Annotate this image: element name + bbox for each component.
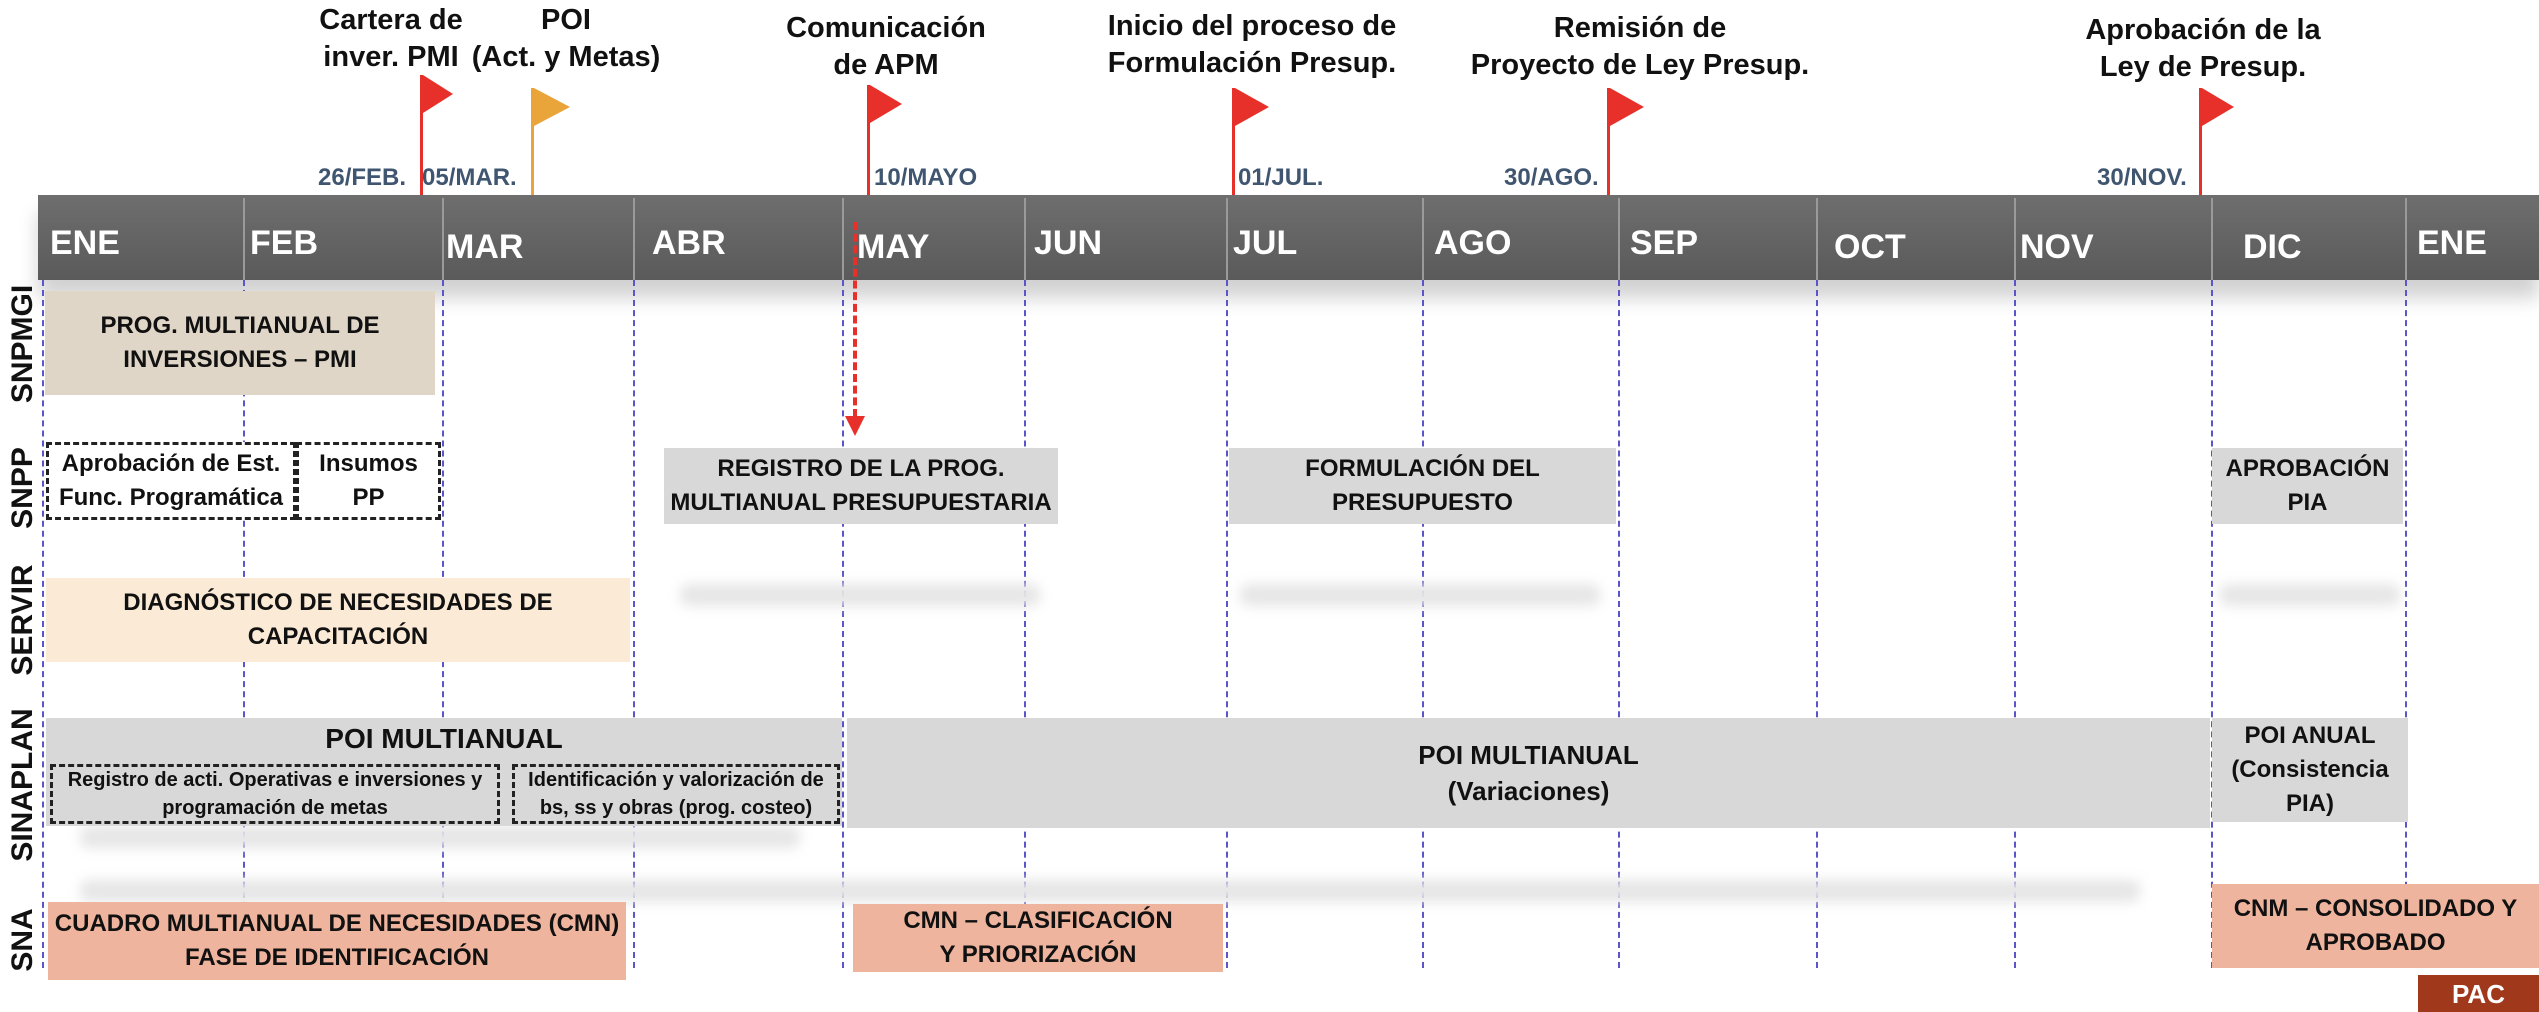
activity-registro-acti: Registro de acti. Operativas e inversion… [50,764,500,824]
month-band [38,195,2539,280]
pac-badge: PAC [2418,975,2539,1012]
month-label-jul: JUL [1233,224,1298,262]
activity-poi-multianual: POI MULTIANUAL [46,718,842,760]
milestone-title-poi: POI (Act. y Metas) [471,4,661,73]
activity-est-func: Aprobación de Est. Func. Programática [46,442,296,520]
month-label-ago: AGO [1434,224,1512,262]
activity-cnm-consolidado: CNM – CONSOLIDADO Y APROBADO [2212,884,2539,968]
milestone-title-comunicacion-apm: Comunicación de APM [786,12,986,81]
milestone-title-aprobacion-ley: Aprobación de la Ley de Presup. [2085,14,2321,83]
flag-red-icon [2202,88,2234,126]
activity-cmn-clasificacion: CMN – CLASIFICACIÓN Y PRIORIZACIÓN [853,904,1223,972]
activity-poi-variaciones: POI MULTIANUAL (Variaciones) [847,718,2210,828]
flag-pole-aprobacion-ley [2199,88,2202,197]
milestone-date-cartera-pmi: 26/FEB. [318,164,407,191]
row-label-servir: SERVIR [6,564,39,676]
month-label-mar: MAR [446,228,524,266]
flag-red-icon [423,75,453,113]
activity-poi-anual: POI ANUAL (Consistencia PIA) [2212,718,2408,822]
month-label-ene-next: ENE [2417,224,2487,262]
milestone-title-cartera-pmi: Cartera de inver. PMI [319,4,463,73]
activity-insumos-pp: Insumos PP [296,442,441,520]
activity-cmn-identificacion: CUADRO MULTIANUAL DE NECESIDADES (CMN) F… [48,902,626,980]
flag-pole-cartera-pmi [420,75,423,197]
milestone-date-poi: 05/MAR. [422,164,517,191]
flag-red-icon [1610,88,1644,126]
milestone-date-remision: 30/AGO. [1504,164,1599,191]
flag-orange-icon [534,88,570,126]
flag-pole-remision [1607,88,1610,197]
milestone-date-inicio-formulacion: 01/JUL. [1238,164,1324,191]
month-label-jun: JUN [1034,224,1103,262]
row-label-snpmgi: SNPMGI [6,284,39,404]
milestone-date-aprobacion-ley: 30/NOV. [2097,164,2187,191]
flag-red-icon [1235,88,1269,126]
milestone-date-comunicacion-apm: 10/MAYO [874,164,978,191]
month-label-ene: ENE [50,224,120,262]
activity-identificacion: Identificación y valorización de bs, ss … [512,764,840,824]
month-label-abr: ABR [652,224,726,262]
month-label-feb: FEB [250,224,318,262]
row-label-sinaplan: SINAPLAN [6,708,39,862]
flag-pole-inicio-formulacion [1232,88,1235,197]
row-label-snpp: SNPP [6,447,39,529]
row-label-sna: SNA [6,908,39,972]
activity-formulacion: FORMULACIÓN DEL PRESUPUESTO [1229,448,1616,524]
flag-pole-comunicacion-apm [867,85,870,197]
month-label-may: MAY [857,228,930,266]
activity-registro-pmp: REGISTRO DE LA PROG. MULTIANUAL PRESUPUE… [664,448,1058,524]
activity-aprobacion-pia: APROBACIÓN PIA [2212,448,2403,524]
month-label-sep: SEP [1630,224,1699,262]
flag-pole-poi [531,88,534,197]
arrow-down-icon [845,416,865,436]
month-label-oct: OCT [1834,228,1906,266]
milestone-title-inicio-formulacion: Inicio del proceso de Formulación Presup… [1107,10,1397,79]
apm-dashed-arrow [853,222,857,417]
flag-red-icon [870,85,902,123]
sinaplan-sub-bg [46,760,842,826]
activity-diagnostico: DIAGNÓSTICO DE NECESIDADES DE CAPACITACI… [46,578,630,662]
month-label-dic: DIC [2243,228,2302,266]
month-label-nov: NOV [2020,228,2094,266]
milestone-title-remision-proyecto: Remisión de Proyecto de Ley Presup. [1470,12,1810,81]
activity-pmi: PROG. MULTIANUAL DE INVERSIONES – PMI [45,291,435,395]
